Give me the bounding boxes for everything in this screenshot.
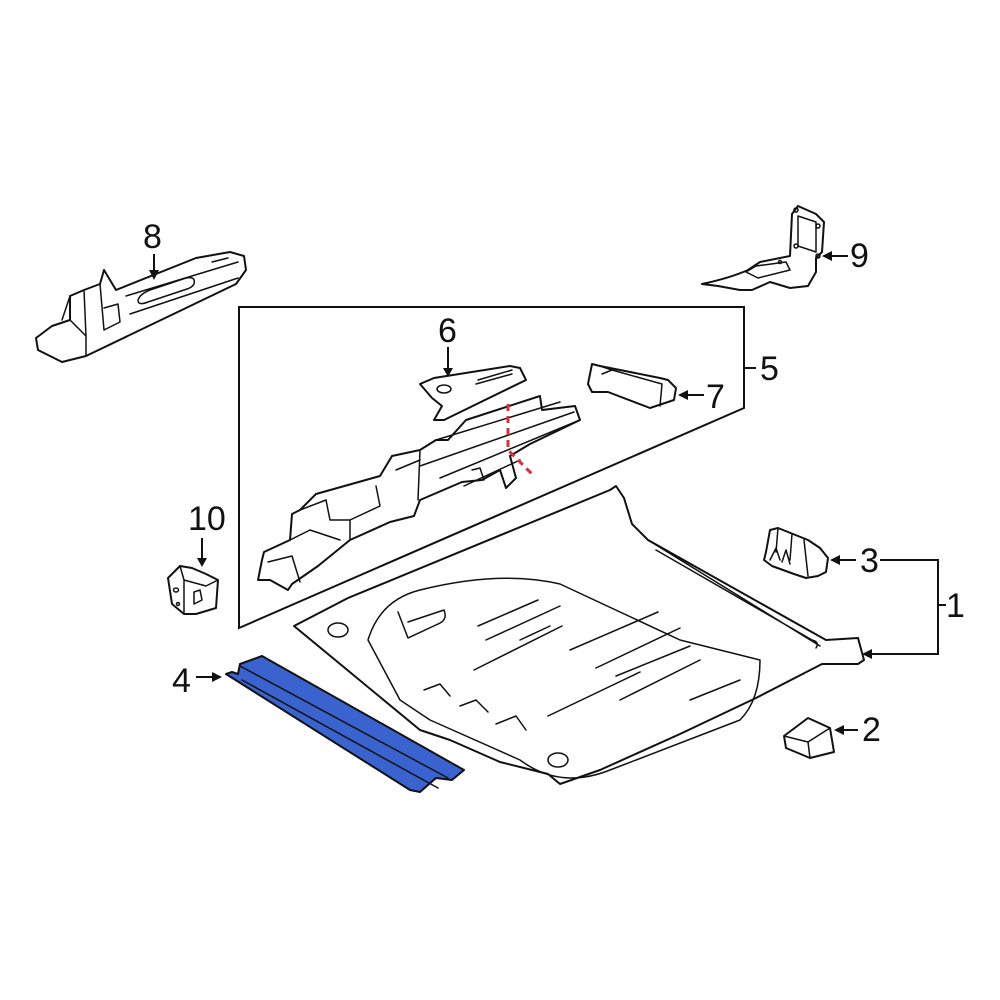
leader-8 — [149, 254, 159, 280]
part-10-small-bracket[interactable] — [167, 565, 219, 615]
part-5-main-rail[interactable] — [257, 395, 581, 591]
callout-5: 5 — [760, 350, 779, 388]
part-7-rail-extension[interactable] — [587, 363, 677, 409]
leader-7 — [678, 390, 704, 400]
callout-10: 10 — [188, 500, 226, 538]
leader-3 — [830, 555, 856, 565]
part-8-sill-reinforcement[interactable] — [35, 251, 247, 363]
leader-10 — [197, 538, 207, 567]
leader-9 — [822, 251, 848, 261]
part-6-rail-reinforcement[interactable] — [419, 365, 527, 421]
part-4-floor-crossmember[interactable] — [225, 655, 465, 793]
callout-4: 4 — [172, 662, 191, 700]
part-9-mounting-bracket[interactable] — [701, 205, 825, 291]
callout-3: 3 — [860, 542, 879, 580]
callout-8: 8 — [143, 218, 162, 256]
part-1-floor-pan[interactable] — [293, 485, 865, 785]
leader-4 — [196, 672, 222, 682]
callout-9: 9 — [850, 237, 869, 275]
cut-line — [506, 404, 534, 476]
part-2-plug[interactable] — [783, 717, 835, 759]
callout-1: 1 — [946, 587, 965, 625]
part-3-bracket[interactable] — [763, 527, 829, 579]
leader-1 — [862, 559, 946, 659]
callout-7: 7 — [706, 378, 725, 416]
group-box-5 — [238, 306, 745, 630]
leader-6 — [443, 347, 453, 377]
callout-6: 6 — [438, 312, 457, 350]
leader-2 — [834, 725, 858, 735]
callout-2: 2 — [862, 711, 881, 749]
